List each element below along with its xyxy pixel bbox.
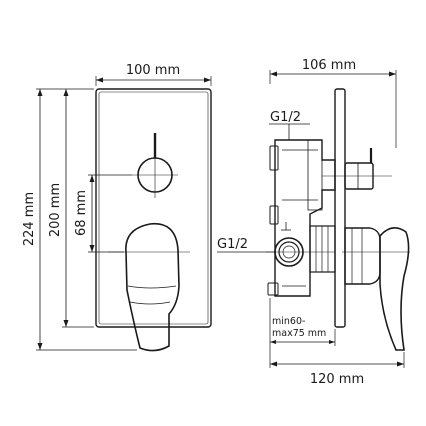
front-view: 100 mm 224 mm 200 mm 68 mm (22, 63, 212, 352)
cover-plate-inner (98, 91, 209, 325)
dim-front-height-total (36, 88, 137, 351)
valve-body (267, 139, 336, 297)
dim-front-height-plate (62, 89, 94, 328)
label-side-depth-top: 106 mm (302, 58, 356, 73)
dim-side-depth-top (269, 70, 397, 148)
side-cartridge (309, 225, 410, 351)
side-view: 106 mm G1/2 G1/2 min60- max75 mm 120 mm (217, 58, 410, 387)
label-front-width: 100 mm (126, 63, 180, 78)
label-thread-top: G1/2 (270, 110, 301, 125)
side-inlet (266, 237, 335, 267)
label-front-handle-axis: 68 mm (74, 190, 89, 236)
label-side-depth-bottom: 120 mm (310, 372, 364, 387)
label-front-height-total: 224 mm (22, 192, 37, 246)
label-thread-side: G1/2 (217, 237, 248, 252)
side-diverter-knob (322, 148, 392, 190)
label-wall-depth-line2: max75 mm (272, 328, 326, 339)
leader-thread-top (269, 123, 310, 140)
label-wall-depth-line1: min60- (272, 316, 305, 327)
dim-front-width (95, 76, 212, 86)
side-cover-plate (334, 88, 346, 328)
cover-plate (95, 88, 212, 328)
dim-front-handle-axis (88, 174, 132, 253)
mixer-lever (108, 222, 190, 352)
label-front-height-plate: 200 mm (48, 183, 63, 237)
dim-side-depth-bottom (270, 352, 405, 368)
dim-wall-depth (269, 298, 336, 368)
